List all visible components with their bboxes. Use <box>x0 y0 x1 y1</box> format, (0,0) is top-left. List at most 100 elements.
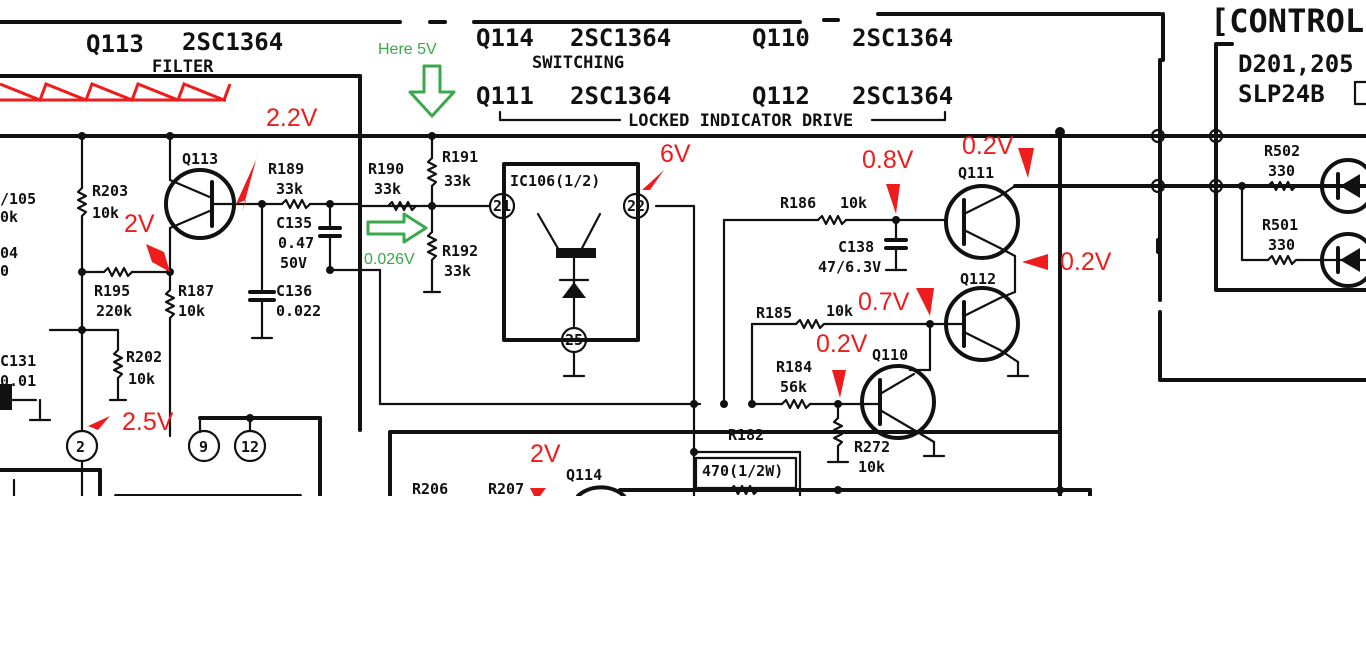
voltage-pin2: 2.5V <box>122 408 174 436</box>
locked-indicator-label: LOCKED INDICATOR DRIVE <box>628 111 853 131</box>
r105-value: 0k <box>0 208 18 226</box>
voltage-q112-base: 0.7V <box>858 288 910 316</box>
main-bus <box>0 58 1366 496</box>
q110-header-ref: Q110 <box>752 24 810 52</box>
q112-transistor <box>926 286 1030 378</box>
r185-value: 10k <box>826 302 853 320</box>
q114-header-ref: Q114 <box>476 24 534 52</box>
ic-pin-22-label: 22 <box>627 197 645 215</box>
lower-network <box>114 414 1092 496</box>
c131-value: 0.01 <box>0 372 36 390</box>
r186-label: R186 <box>780 194 816 212</box>
voltage-q111-collector: 0.2V <box>962 132 1014 160</box>
ic-pin-22 <box>622 192 650 220</box>
voltage-q112-collector: 0.2V <box>1060 248 1112 276</box>
c138-value: 47/6.3V <box>818 258 881 276</box>
ic-pin-25 <box>560 326 588 354</box>
q114-header-function: SWITCHING <box>532 53 624 73</box>
locked-indicator-bracket <box>498 110 947 122</box>
connector-12-label: 12 <box>241 438 259 456</box>
voltage-q114: 2V <box>530 440 561 468</box>
q112-label: Q112 <box>960 270 996 288</box>
r182-label: R182 <box>728 426 764 444</box>
c136-value: 0.022 <box>276 302 321 320</box>
ic106-label: IC106(1/2) <box>510 172 600 190</box>
r186-value: 10k <box>840 194 867 212</box>
right-arrow-icon <box>366 212 428 244</box>
ic-pin-25-label: 25 <box>565 331 583 349</box>
connector-2-label: 2 <box>76 438 85 456</box>
control-part: SLP24B <box>1238 80 1325 108</box>
r185-label: R185 <box>756 304 792 322</box>
c138-label: C138 <box>838 238 874 256</box>
r202-value: 10k <box>128 370 155 388</box>
r501-label: R501 <box>1262 216 1298 234</box>
r190-r191-r192-divider <box>358 134 492 294</box>
led-network <box>1238 158 1366 288</box>
q111-header-part: 2SC1364 <box>570 82 671 110</box>
voltage-q110-base: 0.2V <box>816 330 868 358</box>
r190-label: R190 <box>368 160 404 178</box>
q114-header-part: 2SC1364 <box>570 24 671 52</box>
q111-transistor <box>944 184 1020 294</box>
c135-value-2: 50V <box>280 254 307 272</box>
c131-label: C131 <box>0 352 36 370</box>
r182-box <box>694 456 798 490</box>
connector-9 <box>187 429 221 463</box>
r191-value: 33k <box>444 172 471 190</box>
control-diodes: D201,205 <box>1238 50 1354 78</box>
r502-label: R502 <box>1264 142 1300 160</box>
r182-value: 470(1/2W) <box>702 462 783 480</box>
r187-label: R187 <box>178 282 214 300</box>
red-markers <box>88 138 1048 496</box>
r191-label: R191 <box>442 148 478 166</box>
voltage-q113-collector: 2.2V <box>266 104 318 132</box>
voltage-pin22: 6V <box>660 140 691 168</box>
r190-value: 33k <box>374 180 401 198</box>
r195-label: R195 <box>94 282 130 300</box>
r272-label: R272 <box>854 438 890 456</box>
note-here-5v: Here 5V <box>378 41 437 58</box>
ic-pin-21-label: 21 <box>493 197 511 215</box>
ic-pin-21 <box>488 192 516 220</box>
ic106-block <box>502 162 696 496</box>
r189-value: 33k <box>276 180 303 198</box>
schematic-image: Q113 2SC1364 FILTER Q114 2SC1364 SWITCHI… <box>0 0 1366 496</box>
r501-value: 330 <box>1268 236 1295 254</box>
r192-label: R192 <box>442 242 478 260</box>
q113-label: Q113 <box>182 150 218 168</box>
voltage-q113-base: 2V <box>124 210 155 238</box>
control-box <box>1214 42 1366 292</box>
r184-r272-network <box>690 398 882 464</box>
r04-label: 04 <box>0 244 18 262</box>
c136-label: C136 <box>276 282 312 300</box>
q110-transistor <box>860 364 946 458</box>
r189-label: R189 <box>268 160 304 178</box>
r04-value: 0 <box>0 262 9 280</box>
r184-value: 56k <box>780 378 807 396</box>
left-network <box>0 134 176 496</box>
r203-value: 10k <box>92 204 119 222</box>
top-boundary <box>0 12 1165 62</box>
voltage-q111-base: 0.8V <box>862 146 914 174</box>
q110-label: Q110 <box>872 346 908 364</box>
q113-transistor <box>164 134 264 274</box>
r272-value: 10k <box>858 458 885 476</box>
r207-label: R207 <box>488 480 524 496</box>
schematic-svg: Q113 2SC1364 FILTER Q114 2SC1364 SWITCHI… <box>0 2 1366 496</box>
r187-value: 10k <box>178 302 205 320</box>
r203-label: R203 <box>92 182 128 200</box>
q110-header-part: 2SC1364 <box>852 24 953 52</box>
q111-header-ref: Q111 <box>476 82 534 110</box>
q113-header-part: 2SC1364 <box>182 28 283 56</box>
r195-value: 220k <box>96 302 132 320</box>
c135-label: C135 <box>276 214 312 232</box>
down-arrow-icon <box>408 64 456 118</box>
connector-12 <box>233 429 267 463</box>
r189-c135-network <box>248 198 702 406</box>
q114-label: Q114 <box>566 466 602 484</box>
blank-area <box>0 496 1366 648</box>
r105-label: /105 <box>0 190 36 208</box>
note-divider-voltage: 0.026V <box>364 251 415 268</box>
r192-value: 33k <box>444 262 471 280</box>
